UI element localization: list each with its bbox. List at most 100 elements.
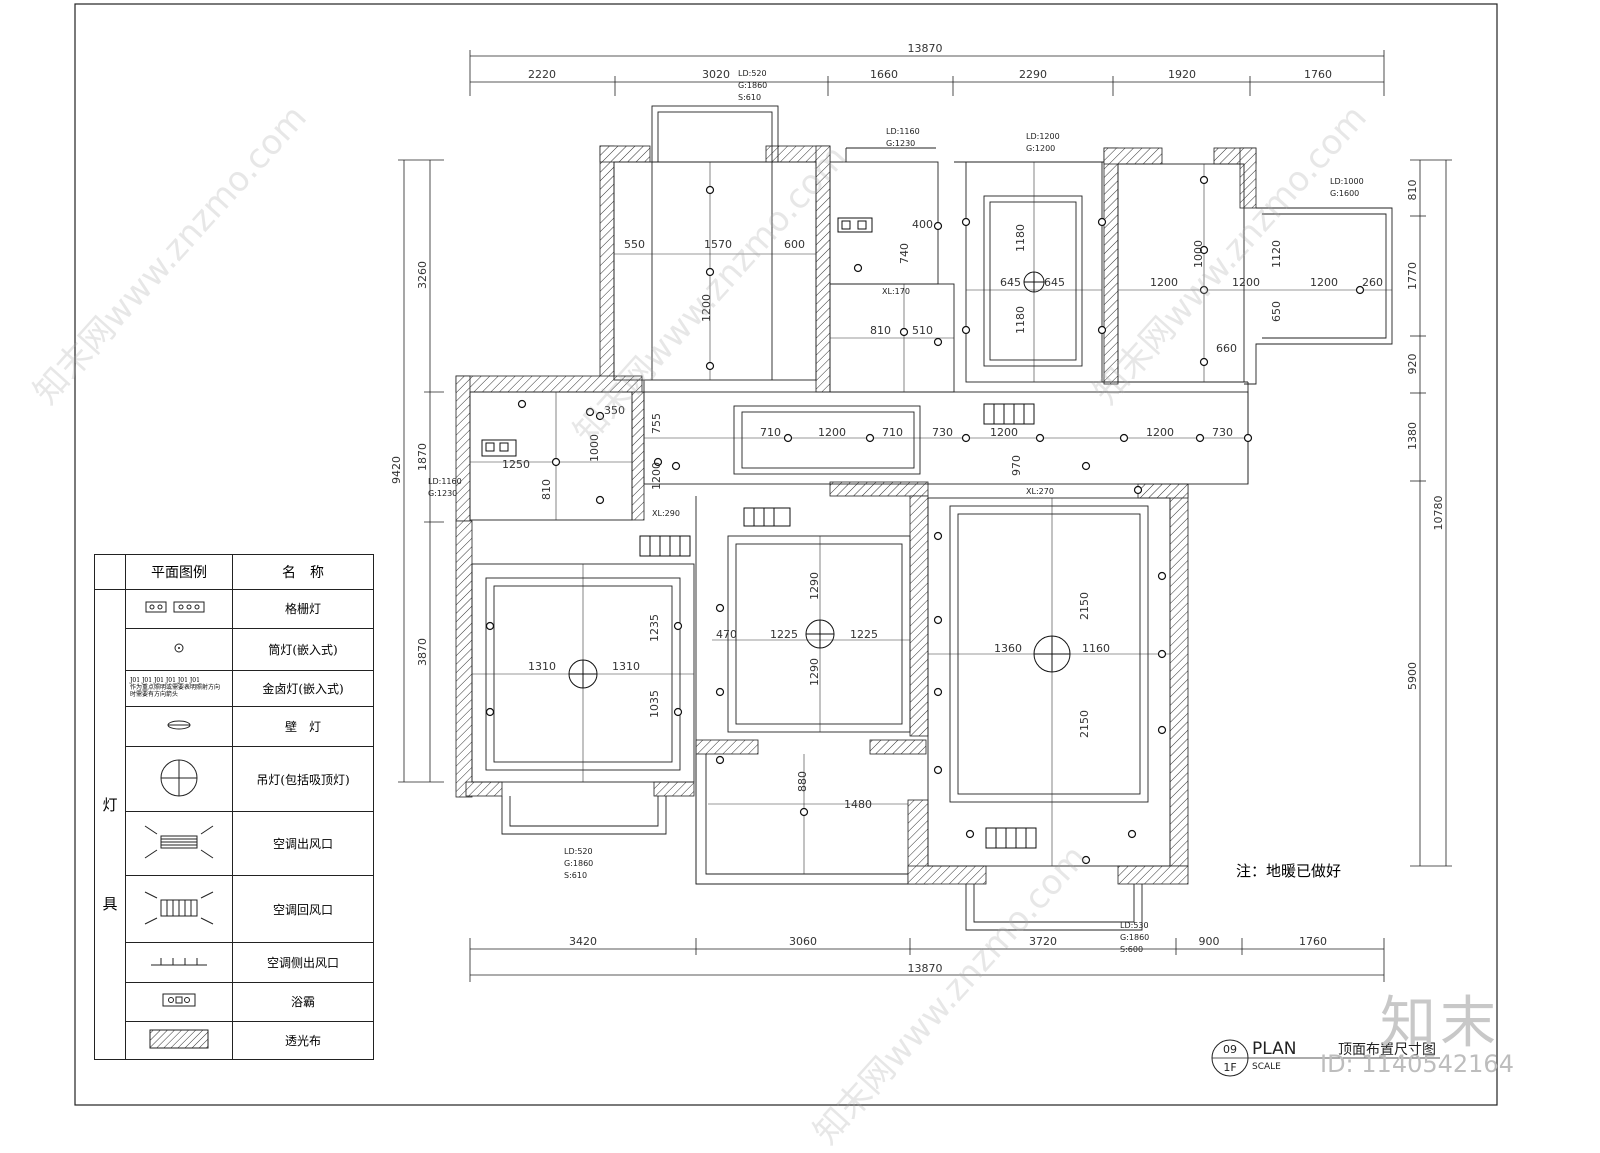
- annotation: S:610: [738, 93, 761, 102]
- legend-header-row: 平面图例 名 称: [94, 553, 374, 591]
- inner-dim: 350: [604, 404, 625, 417]
- inner-dim: 470: [716, 628, 737, 641]
- scale-label: SCALE: [1252, 1062, 1281, 1072]
- legend-category: 灯 具: [94, 589, 126, 1060]
- inner-dim: 510: [912, 324, 933, 337]
- inner-dim: 400: [912, 218, 933, 231]
- halide-label: J01: [177, 677, 188, 685]
- watermark-brand: 知末: [1380, 991, 1500, 1056]
- annotation: G:1230: [428, 489, 457, 498]
- halide-note-1: 作为重点照明或需要表明照射方向: [130, 684, 221, 692]
- legend-row: 空调回风口: [95, 875, 374, 943]
- bottom-dim: 3720: [1029, 935, 1057, 948]
- inner-dim-v: 1290: [808, 658, 821, 686]
- annotation: LD:520: [564, 847, 593, 856]
- annotation: LD:530: [1120, 921, 1149, 930]
- floor-heating-note: 注：地暖已做好: [1236, 862, 1342, 880]
- legend-row: J01 J01 J01 J01 J01 J01 作为重点照明或需要表明照射方向 …: [95, 669, 374, 708]
- inner-dim: 1360: [994, 642, 1022, 655]
- legend-category-2: 具: [102, 894, 118, 913]
- inner-dim: 645: [1000, 276, 1021, 289]
- legend-item-name: 透光布: [232, 1020, 374, 1061]
- inner-dim: 810: [870, 324, 891, 337]
- sheet-frame: [74, 3, 1498, 1106]
- legend-grid: 平面图例 名 称 灯 具 格栅灯 筒灯(嵌入式) J01 J01 J01 J01…: [94, 553, 374, 1061]
- pendant-light-icon: [125, 746, 233, 812]
- inner-dim-v: 880: [796, 771, 809, 792]
- inner-dim: 1225: [770, 628, 798, 641]
- annotation: LD:1200: [1026, 132, 1060, 141]
- legend-item-name: 吊灯(包括吸顶灯): [232, 746, 374, 812]
- ac-outlet-icon: [125, 810, 233, 877]
- legend-row: 筒灯(嵌入式): [95, 627, 374, 671]
- inner-dim-v: 650: [1270, 301, 1283, 322]
- legend-category-1: 灯: [102, 795, 118, 814]
- legend-header-symbol: 平面图例: [125, 553, 233, 591]
- ac-vents: [481, 217, 1037, 849]
- inner-dim: 710: [882, 426, 903, 439]
- plan-label: PLAN: [1252, 1039, 1296, 1059]
- inner-dim-v: 2150: [1078, 592, 1091, 620]
- ac-side-outlet-icon: [125, 941, 233, 984]
- drawing-number: 09: [1223, 1043, 1237, 1056]
- walls: [455, 145, 1257, 885]
- annotation: G:1200: [1026, 144, 1055, 153]
- inner-dim: 600: [784, 238, 805, 251]
- legend-item-name: 壁 灯: [232, 706, 374, 748]
- inner-dim-v: 1000: [588, 434, 601, 462]
- floor-number: 1F: [1223, 1061, 1236, 1074]
- legend-header-name: 名 称: [232, 553, 374, 591]
- bottom-dim: 1760: [1299, 935, 1327, 948]
- left-total-dim: 9420: [390, 456, 403, 484]
- annotations: LD:520 G:1860 S:610 LD:1160 G:1230 LD:12…: [428, 69, 1364, 954]
- top-dim: 2290: [1019, 68, 1047, 81]
- right-dimensions: [1410, 159, 1452, 867]
- title-block: 09 1F PLAN SCALE 顶面布置尺寸图: [1211, 1039, 1440, 1077]
- left-dimensions: [398, 159, 444, 783]
- inner-dim: 730: [1212, 426, 1233, 439]
- inner-dim-v: 740: [898, 243, 911, 264]
- annotation: LD:1160: [886, 127, 920, 136]
- right-dim: 1380: [1406, 422, 1419, 450]
- annotation: G:1600: [1330, 189, 1359, 198]
- inner-dim-v: 1180: [1014, 306, 1027, 334]
- inner-dim-v: 1200: [700, 294, 713, 322]
- bottom-dimensions: [469, 938, 1385, 982]
- inner-dim: 1310: [612, 660, 640, 673]
- bottom-dim: 3420: [569, 935, 597, 948]
- halide-label: J01: [189, 677, 200, 685]
- halide-note-2: 时需要有方向箭头: [130, 690, 179, 698]
- right-dim: 1770: [1406, 262, 1419, 290]
- legend-row: 空调出风口: [95, 810, 374, 877]
- annotation: XL:270: [1026, 487, 1054, 496]
- right-total-dim: 10780: [1432, 496, 1445, 531]
- inner-dim-v: 2150: [1078, 710, 1091, 738]
- inner-dim-v: 755: [650, 413, 663, 434]
- inner-dim: 1570: [704, 238, 732, 251]
- top-dim: 1920: [1168, 68, 1196, 81]
- inner-dim: 1225: [850, 628, 878, 641]
- annotation: G:1230: [886, 139, 915, 148]
- bath-heater-icon: [125, 982, 233, 1022]
- translucent-cloth-icon: [125, 1020, 233, 1061]
- inner-dim: 1480: [844, 798, 872, 811]
- downlight-fixtures: [485, 175, 1365, 865]
- annotation: S:610: [564, 871, 587, 880]
- left-dim: 1870: [416, 443, 429, 471]
- bottom-total-dim: 13870: [908, 962, 943, 975]
- legend-row: 浴霸: [95, 982, 374, 1022]
- inner-dim: 550: [624, 238, 645, 251]
- inner-dim-v: 1180: [1014, 224, 1027, 252]
- inner-dim: 1310: [528, 660, 556, 673]
- bottom-dim: 900: [1199, 935, 1220, 948]
- legend-row: 透光布: [95, 1020, 374, 1061]
- right-dim: 810: [1406, 180, 1419, 201]
- watermark-id: ID: 1140542164: [1320, 1050, 1514, 1078]
- right-dim: 5900: [1406, 662, 1419, 690]
- annotation: S:600: [1120, 945, 1143, 954]
- legend-item-name: 空调回风口: [232, 875, 374, 943]
- inner-dim: 1200: [1150, 276, 1178, 289]
- top-dim: 2220: [528, 68, 556, 81]
- light-layout-lines: [470, 162, 1392, 874]
- inner-dim: 1200: [1146, 426, 1174, 439]
